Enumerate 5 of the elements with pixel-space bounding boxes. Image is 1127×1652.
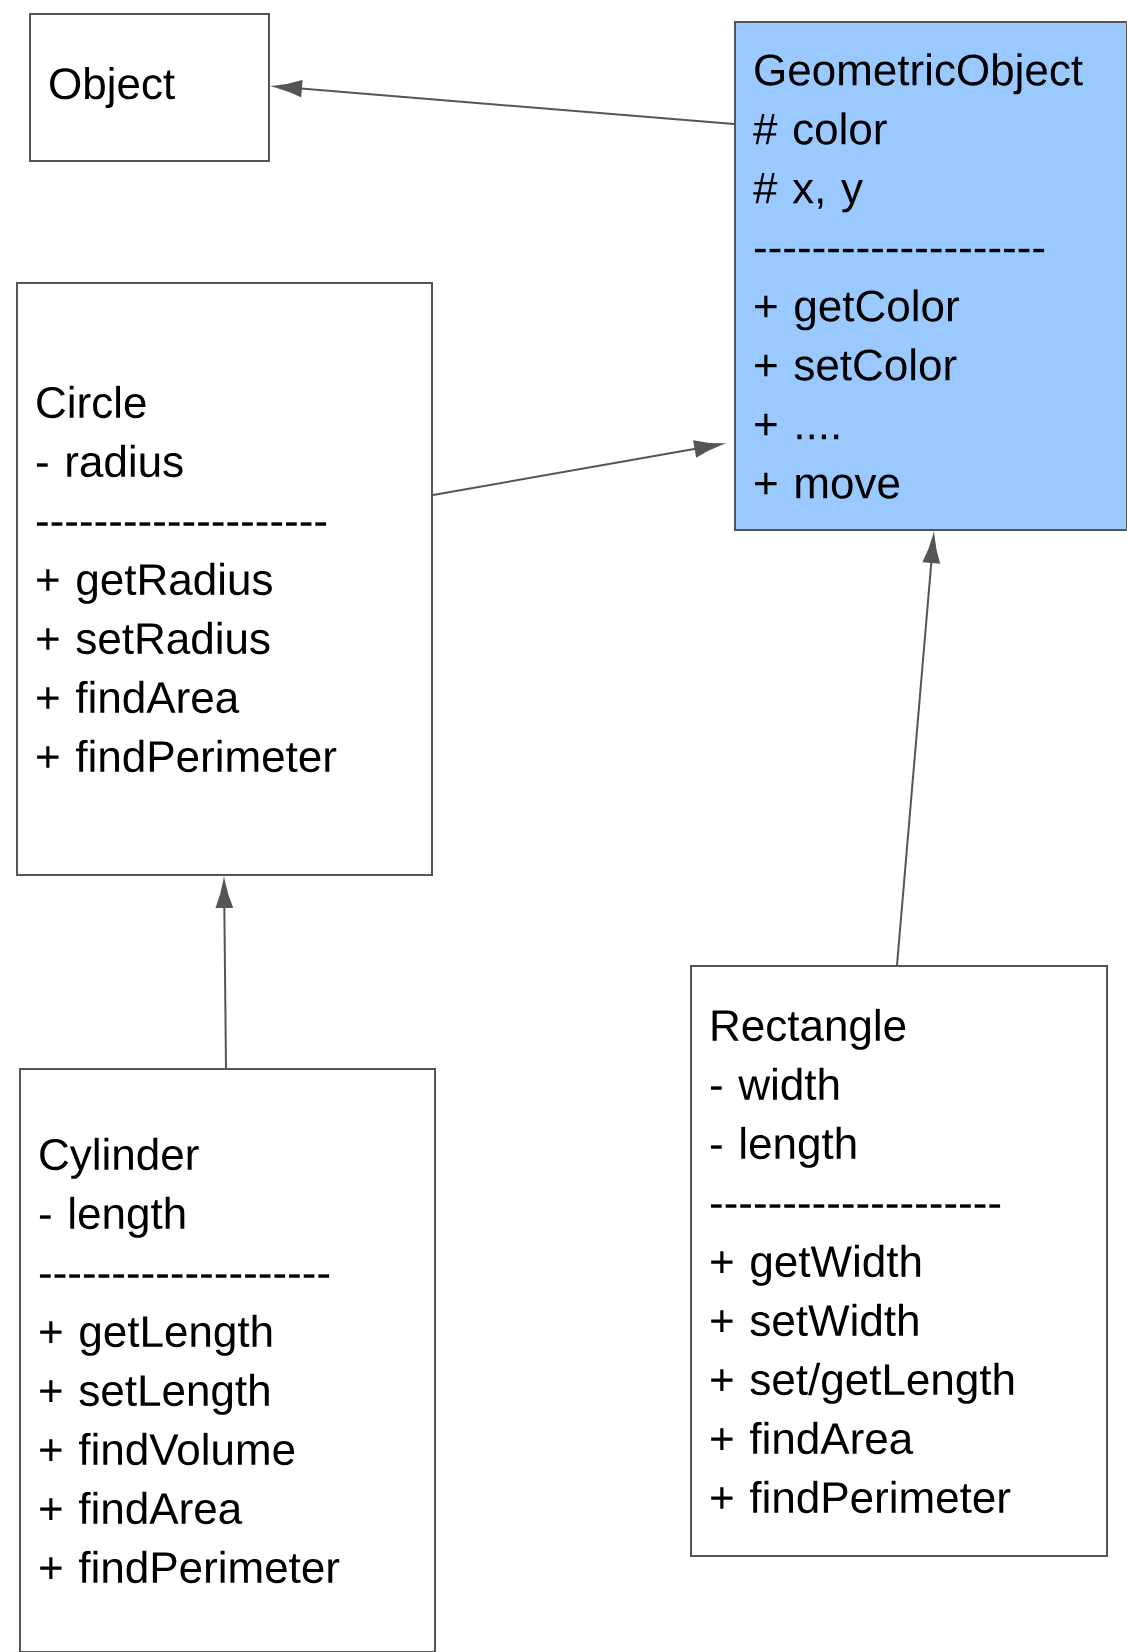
class-box: Cylinder - length -------------------- + getLength + setLength + findVolume + findArea + findPerimeter (19, 1068, 436, 1652)
class-box: Circle - radius -------------------- + getRadius + setRadius + findArea + findPerimeter (16, 282, 433, 876)
class-box: Object (29, 13, 270, 162)
class-box: GeometricObject # color # x, y -------------------- + getColor + setColor + .... + move (734, 21, 1127, 531)
class-box: Rectangle - width - length -------------------- + getWidth + setWidth + set/getLength + findArea + findPerimeter (690, 965, 1108, 1557)
